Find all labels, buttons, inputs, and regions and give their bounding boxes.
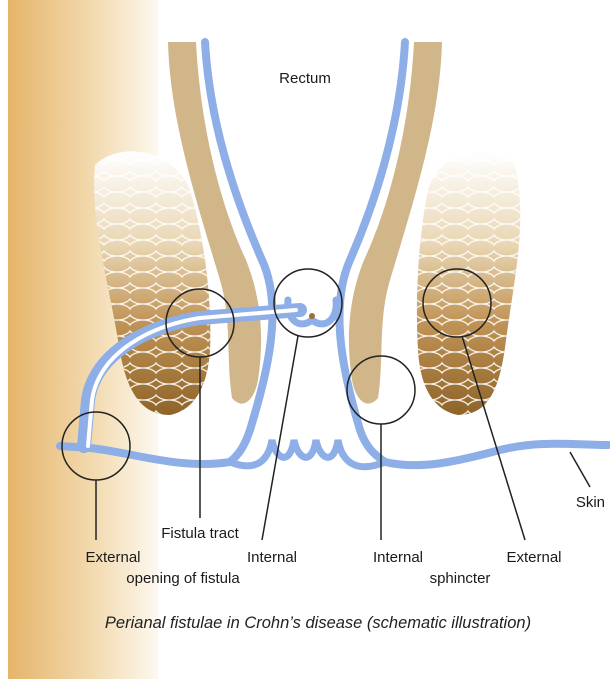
- external-opening-label-1: External: [85, 549, 140, 566]
- external-opening-label-2: opening of fistula: [126, 570, 240, 587]
- internal-sphincter-label-2: sphincter: [430, 570, 491, 587]
- figure-caption: Perianal fistulae in Crohn’s disease (sc…: [105, 614, 531, 632]
- skin-label: Skin: [576, 494, 605, 511]
- right-external-sphincter: [417, 151, 520, 415]
- internal-opening-dot: [309, 313, 315, 319]
- internal-opening-label: Internal: [247, 549, 297, 566]
- rectum-label: Rectum: [279, 70, 331, 87]
- external-sphincter-label: External: [506, 549, 561, 566]
- fistula-tract-label: Fistula tract: [161, 525, 239, 542]
- internal-sphincter-label-1: Internal: [373, 549, 423, 566]
- internal-opening-circle: [274, 269, 342, 337]
